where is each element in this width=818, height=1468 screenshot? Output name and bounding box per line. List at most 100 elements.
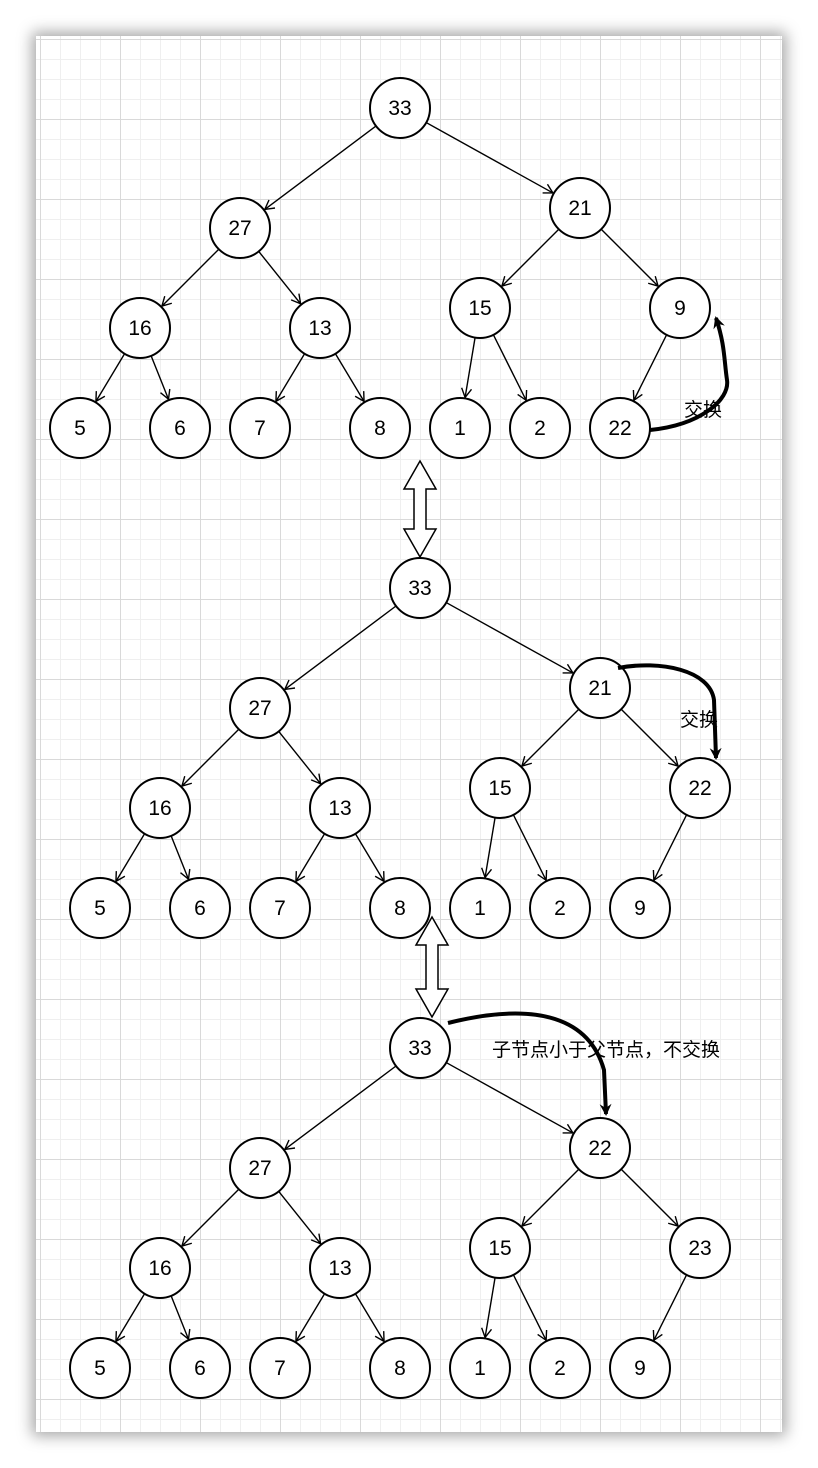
tree-edge — [295, 1293, 326, 1343]
node-label: 23 — [688, 1237, 711, 1260]
tree-edge — [275, 353, 306, 403]
tree-edge — [620, 708, 680, 768]
node-label: 9 — [674, 297, 686, 320]
swap-arrow — [447, 1011, 612, 1116]
tree-edge — [180, 1188, 240, 1248]
node-label: 7 — [274, 1357, 286, 1380]
node-circle — [169, 877, 231, 939]
node-circle — [389, 1017, 451, 1079]
tree-node: 13 — [309, 1237, 371, 1299]
tree-edge — [115, 833, 146, 883]
node-circle — [529, 877, 591, 939]
tree-node: 9 — [649, 277, 711, 339]
tree-node: 5 — [69, 1337, 131, 1399]
node-label: 22 — [588, 1137, 611, 1160]
node-circle — [469, 1217, 531, 1279]
node-circle — [569, 657, 631, 719]
node-label: 8 — [374, 417, 386, 440]
node-label: 27 — [228, 217, 251, 240]
tree-node: 22 — [569, 1117, 631, 1179]
tree-node: 15 — [469, 757, 531, 819]
node-label: 27 — [248, 1157, 271, 1180]
node-circle — [309, 777, 371, 839]
edges-layer — [95, 121, 688, 1343]
tree-node: 22 — [669, 757, 731, 819]
tree-edge — [512, 814, 548, 882]
node-label: 33 — [388, 97, 411, 120]
node-label: 33 — [408, 577, 431, 600]
node-circle — [429, 397, 491, 459]
tree-node: 8 — [369, 877, 431, 939]
node-label: 21 — [588, 677, 611, 700]
node-circle — [289, 297, 351, 359]
node-label: 16 — [128, 317, 151, 340]
tree-node: 9 — [609, 877, 671, 939]
tree-edge — [115, 1293, 146, 1343]
node-circle — [549, 177, 611, 239]
node-circle — [609, 877, 671, 939]
tree-node: 8 — [349, 397, 411, 459]
tree-node: 5 — [49, 397, 111, 459]
node-label: 1 — [474, 1357, 486, 1380]
node-label: 21 — [568, 197, 591, 220]
tree-node: 8 — [369, 1337, 431, 1399]
node-circle — [229, 1137, 291, 1199]
tree-edge — [652, 814, 688, 882]
diagram-canvas — [36, 36, 782, 1432]
node-circle — [129, 1237, 191, 1299]
node-label: 16 — [148, 1257, 171, 1280]
node-circle — [569, 1117, 631, 1179]
tree-edge — [160, 248, 220, 308]
tree-edge — [445, 1061, 575, 1134]
tree-node: 9 — [609, 1337, 671, 1399]
node-circle — [249, 877, 311, 939]
tree-node: 1 — [449, 1337, 511, 1399]
tree-node: 15 — [449, 277, 511, 339]
tree-node: 33 — [389, 557, 451, 619]
node-circle — [309, 1237, 371, 1299]
tree-edge — [180, 728, 240, 788]
tree-node: 7 — [229, 397, 291, 459]
tree-edge — [295, 833, 326, 883]
tree-edge — [354, 833, 385, 883]
tree-node: 6 — [169, 1337, 231, 1399]
tree-edge — [283, 1065, 397, 1151]
tree-edge — [278, 730, 322, 785]
node-label: 13 — [328, 1257, 351, 1280]
tree-edge — [480, 817, 496, 879]
tree-edge — [632, 334, 668, 402]
node-label: 22 — [608, 417, 631, 440]
node-label: 13 — [308, 317, 331, 340]
node-label: 6 — [194, 897, 206, 920]
node-label: 6 — [194, 1357, 206, 1380]
node-circle — [369, 877, 431, 939]
tree-node: 22 — [589, 397, 651, 459]
tree-node: 21 — [549, 177, 611, 239]
swap-arrow — [617, 663, 722, 760]
tree-node: 7 — [249, 877, 311, 939]
node-circle — [469, 757, 531, 819]
node-circle — [669, 757, 731, 819]
node-label: 6 — [174, 417, 186, 440]
node-circle — [149, 397, 211, 459]
tree-node: 27 — [229, 1137, 291, 1199]
node-circle — [609, 1337, 671, 1399]
tree-edge — [500, 228, 560, 288]
node-circle — [229, 677, 291, 739]
transition-arrow — [402, 459, 438, 559]
node-circle — [669, 1217, 731, 1279]
node-label: 33 — [408, 1037, 431, 1060]
tree-node: 16 — [129, 1237, 191, 1299]
tree-node: 2 — [529, 877, 591, 939]
node-label: 8 — [394, 897, 406, 920]
tree-node: 27 — [229, 677, 291, 739]
tree-edge — [354, 1293, 385, 1343]
node-label: 2 — [554, 897, 566, 920]
transition-arrow — [414, 915, 450, 1019]
tree-edge — [258, 250, 302, 305]
tree-node: 6 — [149, 397, 211, 459]
node-circle — [49, 397, 111, 459]
tree-edge — [334, 353, 365, 403]
tree-node: 16 — [129, 777, 191, 839]
tree-node: 15 — [469, 1217, 531, 1279]
